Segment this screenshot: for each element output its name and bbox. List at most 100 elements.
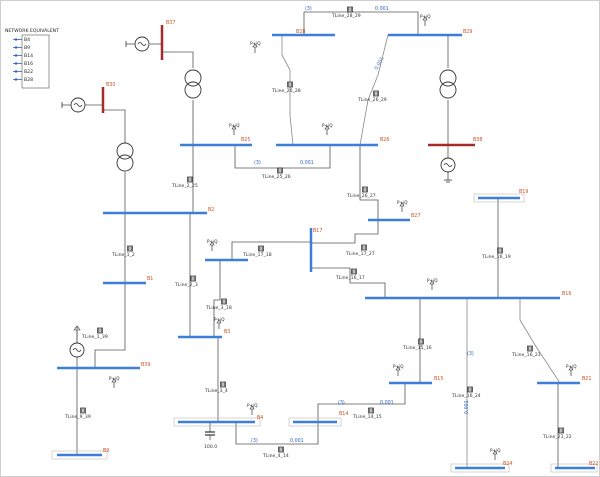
line-tl-2-25[interactable]: TLine_2_25 bbox=[171, 176, 198, 189]
bus-label: B17 bbox=[313, 228, 322, 234]
line-tl-16-21[interactable]: TLine_16_21 bbox=[511, 345, 541, 358]
load-label: P+jQ bbox=[490, 448, 501, 453]
generator-b39-icon[interactable] bbox=[69, 325, 85, 358]
load-pq-b28[interactable]: P+jQ bbox=[250, 41, 261, 53]
load-pq-b16[interactable]: P+jQ bbox=[427, 278, 438, 290]
bus-b2[interactable]: B2 bbox=[103, 207, 214, 215]
generator-b37-icon[interactable] bbox=[125, 36, 150, 52]
bus-b17[interactable]: B17 bbox=[309, 228, 322, 272]
bus-b21[interactable]: B21 bbox=[537, 376, 591, 385]
flow-value-f-4-14-b: 0.001 bbox=[290, 438, 304, 444]
wiring bbox=[76, 11, 561, 468]
bus-b9[interactable]: B9 bbox=[57, 448, 109, 457]
neq-port-b22[interactable]: B22 bbox=[13, 69, 33, 75]
bus-b14[interactable]: B14 bbox=[293, 411, 348, 424]
flow-value-f-16-24-b: 0.001 bbox=[464, 400, 470, 414]
bus-label: B26 bbox=[380, 137, 389, 143]
load-pq-b3[interactable]: P+jQ bbox=[214, 317, 225, 329]
transformer-b29[interactable] bbox=[439, 69, 457, 99]
line-label: TLine_16_17 bbox=[335, 275, 365, 281]
load-pq-b21[interactable]: P+jQ bbox=[566, 364, 577, 376]
neq-port-b14[interactable]: B14 bbox=[13, 53, 33, 59]
bus-b19[interactable]: B19 bbox=[478, 189, 528, 200]
load-pq-b39[interactable]: P+jQ bbox=[109, 376, 120, 388]
line-tl-1-39[interactable]: TLine_1_39 bbox=[81, 327, 108, 340]
flow-value-f-25-26-a: (3) bbox=[254, 160, 261, 166]
flow-value-f-16-24-a: (3) bbox=[467, 351, 474, 357]
bus-b15[interactable]: B15 bbox=[389, 376, 443, 385]
neq-port-b16[interactable]: B16 bbox=[13, 61, 33, 67]
line-tl-25-26[interactable]: TLine_25_26 bbox=[261, 167, 291, 180]
line-tl-28-29[interactable]: TLine_28_29 bbox=[331, 6, 361, 19]
line-tl-4-14[interactable]: TLine_4_14 bbox=[262, 446, 289, 459]
generator-b38-icon[interactable] bbox=[440, 157, 456, 183]
bus-label: B21 bbox=[582, 376, 591, 382]
neq-port-label: B22 bbox=[24, 69, 33, 75]
bus-b3[interactable]: B3 bbox=[178, 329, 230, 339]
neq-port-b4[interactable]: B4 bbox=[13, 37, 30, 43]
line-tl-26-27[interactable]: TLine_26_27 bbox=[346, 186, 376, 199]
load-pq-b25[interactable]: P+jQ bbox=[229, 123, 240, 135]
bus-b22[interactable]: B22 bbox=[555, 461, 598, 470]
bus-b26[interactable]: B26 bbox=[276, 137, 389, 147]
line-tl-2-3[interactable]: TLine_2_3 bbox=[174, 275, 198, 288]
neq-port-label: B9 bbox=[24, 45, 30, 51]
line-tl-17-18[interactable]: TLine_17_18 bbox=[242, 245, 272, 258]
neq-port-label: B28 bbox=[24, 77, 33, 83]
load-label: P+jQ bbox=[322, 123, 333, 128]
load-label: P+jQ bbox=[214, 317, 225, 322]
bus-label: B22 bbox=[589, 461, 598, 467]
bus-b1[interactable]: B1 bbox=[103, 276, 153, 285]
line-tl-3-4[interactable]: TLine_3_4 bbox=[204, 381, 228, 394]
b4-shunt-capacitor[interactable]: 100.0 bbox=[204, 431, 217, 450]
line-label: TLine_1_39 bbox=[81, 334, 108, 340]
line-tl-16-17[interactable]: TLine_16_17 bbox=[335, 268, 365, 281]
neq-port-b9[interactable]: B9 bbox=[13, 45, 30, 51]
load-pq-b4[interactable]: P+jQ bbox=[247, 403, 258, 415]
line-label: TLine_9_39 bbox=[64, 414, 91, 420]
bus-b37[interactable]: B37 bbox=[160, 20, 175, 60]
bus-b38[interactable]: B38 bbox=[428, 137, 482, 147]
load-pq-b26[interactable]: P+jQ bbox=[322, 123, 333, 135]
generator-b30-icon[interactable] bbox=[61, 97, 86, 113]
bus-b29[interactable]: B29 bbox=[388, 29, 472, 37]
load-pq-b18[interactable]: P+jQ bbox=[207, 239, 218, 251]
line-tl-14-15[interactable]: TLine_14_15 bbox=[352, 407, 382, 420]
line-tl-26-28[interactable]: TLine_26_28 bbox=[271, 81, 301, 94]
bus-b25[interactable]: B25 bbox=[180, 137, 252, 147]
line-tl-16-24[interactable]: TLine_16_24 bbox=[451, 386, 481, 399]
load-arrow-icon bbox=[422, 16, 428, 21]
load-pq-b27[interactable]: P+jQ bbox=[397, 200, 408, 212]
bus-b4[interactable]: B4 bbox=[178, 415, 263, 424]
bus-b24[interactable]: B24 bbox=[455, 461, 512, 470]
bus-b28[interactable]: B28 bbox=[272, 29, 335, 37]
line-tl-9-39[interactable]: TLine_9_39 bbox=[64, 407, 91, 420]
line-tl-16-19[interactable]: TLine_16_19 bbox=[481, 247, 511, 260]
bus-b39[interactable]: B39 bbox=[57, 362, 150, 370]
line-tl-3-18[interactable]: TLine_3_18 bbox=[205, 298, 232, 311]
line-tl-26-29[interactable]: TLine_26_29 bbox=[357, 90, 387, 103]
bus-label: B39 bbox=[141, 362, 150, 368]
line-tl-17-27[interactable]: TLine_17_27 bbox=[345, 244, 375, 257]
line-tl-1-2[interactable]: TLine_1_2 bbox=[111, 245, 135, 258]
load-label: P+jQ bbox=[109, 376, 120, 381]
transformer-b30[interactable] bbox=[116, 142, 134, 172]
line-label: TLine_3_4 bbox=[204, 388, 228, 394]
line-tl-15-16[interactable]: TLine_15_16 bbox=[402, 338, 432, 351]
line-layer: TLine_28_29TLine_26_28TLine_26_29TLine_2… bbox=[64, 6, 572, 459]
bus-b16[interactable]: B16 bbox=[365, 291, 571, 300]
bus-b27[interactable]: B27 bbox=[368, 213, 420, 222]
bus-highlight-boxes bbox=[51, 193, 598, 473]
load-pq-b24[interactable]: P+jQ bbox=[490, 448, 501, 460]
neq-port-b28[interactable]: B28 bbox=[13, 77, 33, 83]
transformer-b37[interactable] bbox=[184, 69, 202, 99]
line-tl-21-22[interactable]: TLine_21_22 bbox=[542, 427, 572, 440]
flow-value-f-25-26-b: 0.001 bbox=[300, 160, 314, 166]
bus-b30[interactable]: B30 bbox=[101, 82, 115, 113]
load-pq-b29[interactable]: P+jQ bbox=[420, 14, 431, 26]
load-pq-b15[interactable]: P+jQ bbox=[393, 364, 404, 376]
